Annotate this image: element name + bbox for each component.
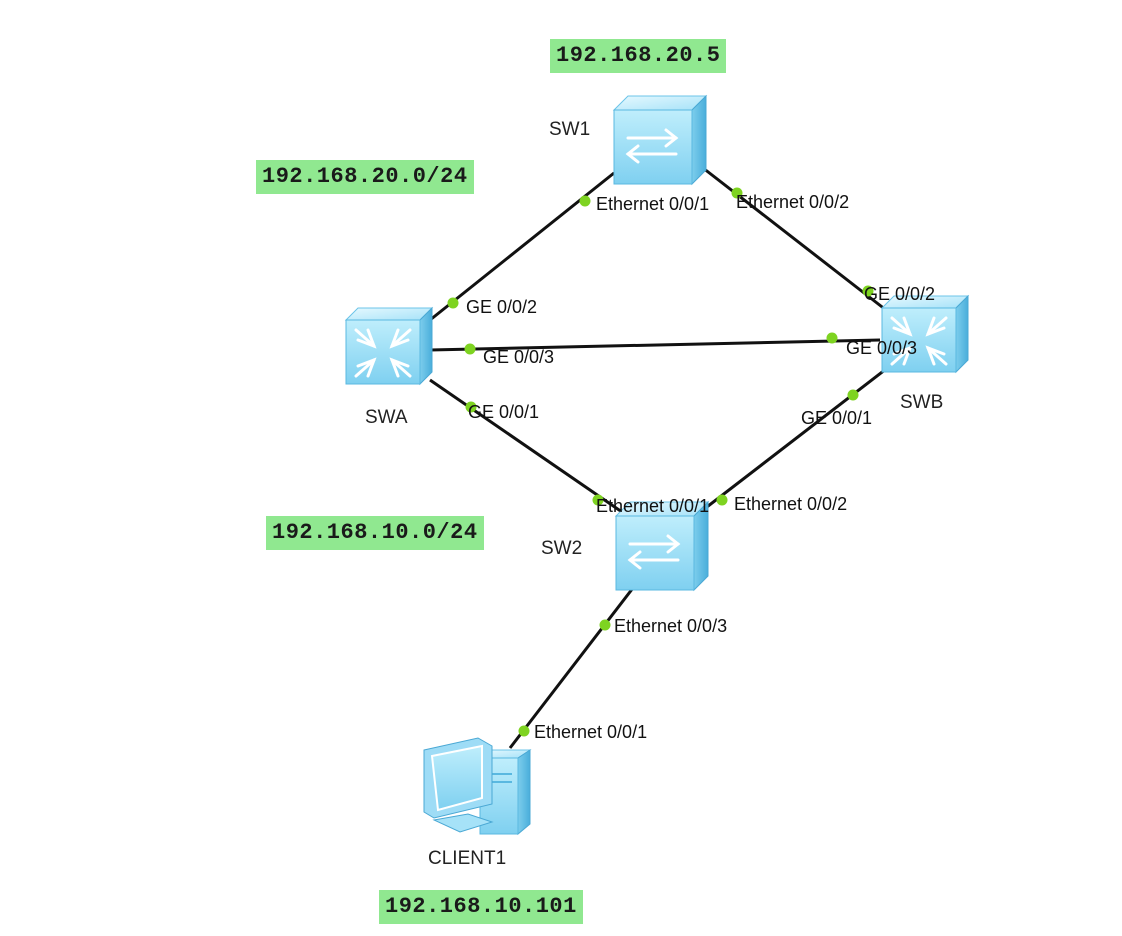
l3-switch-icon[interactable] — [344, 306, 434, 386]
port-dot — [599, 619, 611, 631]
port-dot — [464, 343, 476, 355]
l2-switch-icon[interactable] — [612, 94, 708, 186]
link-sw2-client1[interactable] — [508, 583, 638, 749]
port-label-swb-g2: GE 0/0/2 — [864, 284, 936, 304]
l2-switch-icon[interactable] — [614, 500, 710, 592]
l3-switch-icon[interactable] — [880, 294, 970, 374]
port-label-sw2-e2: Ethernet 0/0/2 — [734, 494, 848, 514]
port-dot — [579, 195, 591, 207]
port-label-sw1-e2: Ethernet 0/0/2 — [736, 192, 850, 212]
pc-icon[interactable] — [423, 737, 532, 836]
port-label-sw2-e3: Ethernet 0/0/3 — [614, 616, 728, 636]
device-name-sw1: SW1 — [549, 119, 591, 140]
port-dots — [447, 187, 874, 737]
links — [429, 166, 891, 749]
port-label-swa-g2: GE 0/0/2 — [466, 297, 538, 317]
link-sw1-swb[interactable] — [702, 166, 887, 312]
device-name-sw2: SW2 — [541, 538, 583, 559]
port-label-swa-g3: GE 0/0/3 — [483, 347, 555, 367]
port-label-swb-g3: GE 0/0/3 — [846, 338, 918, 358]
device-name-swa: SWA — [365, 407, 408, 428]
port-label-sw2-e1: Ethernet 0/0/1 — [596, 496, 710, 516]
link-swa-sw2[interactable] — [429, 378, 623, 514]
ip-label-sw1: 192.168.20.5 — [550, 39, 727, 73]
port-label-sw1-e1: Ethernet 0/0/1 — [596, 194, 710, 214]
subnet-label-20: 192.168.20.0/24 — [256, 160, 474, 194]
port-dot — [465, 401, 477, 413]
port-dot — [731, 187, 743, 199]
subnet-label-10: 192.168.10.0/24 — [266, 516, 484, 550]
port-dot — [592, 494, 604, 506]
port-dot — [447, 297, 459, 309]
port-label-swa-g1: GE 0/0/1 — [468, 402, 540, 422]
port-dot — [716, 494, 728, 506]
port-label-client-e1: Ethernet 0/0/1 — [534, 722, 648, 742]
link-swa-swb[interactable] — [429, 338, 881, 352]
link-swb-sw2[interactable] — [702, 364, 891, 512]
port-dot — [826, 332, 838, 344]
port-dot — [847, 389, 859, 401]
device-name-client1: CLIENT1 — [428, 848, 507, 869]
ip-label-client1: 192.168.10.101 — [379, 890, 583, 924]
device-name-swb: SWB — [900, 392, 944, 413]
port-dot — [862, 285, 874, 297]
port-dot — [518, 725, 530, 737]
port-label-swb-g1: GE 0/0/1 — [801, 408, 873, 428]
